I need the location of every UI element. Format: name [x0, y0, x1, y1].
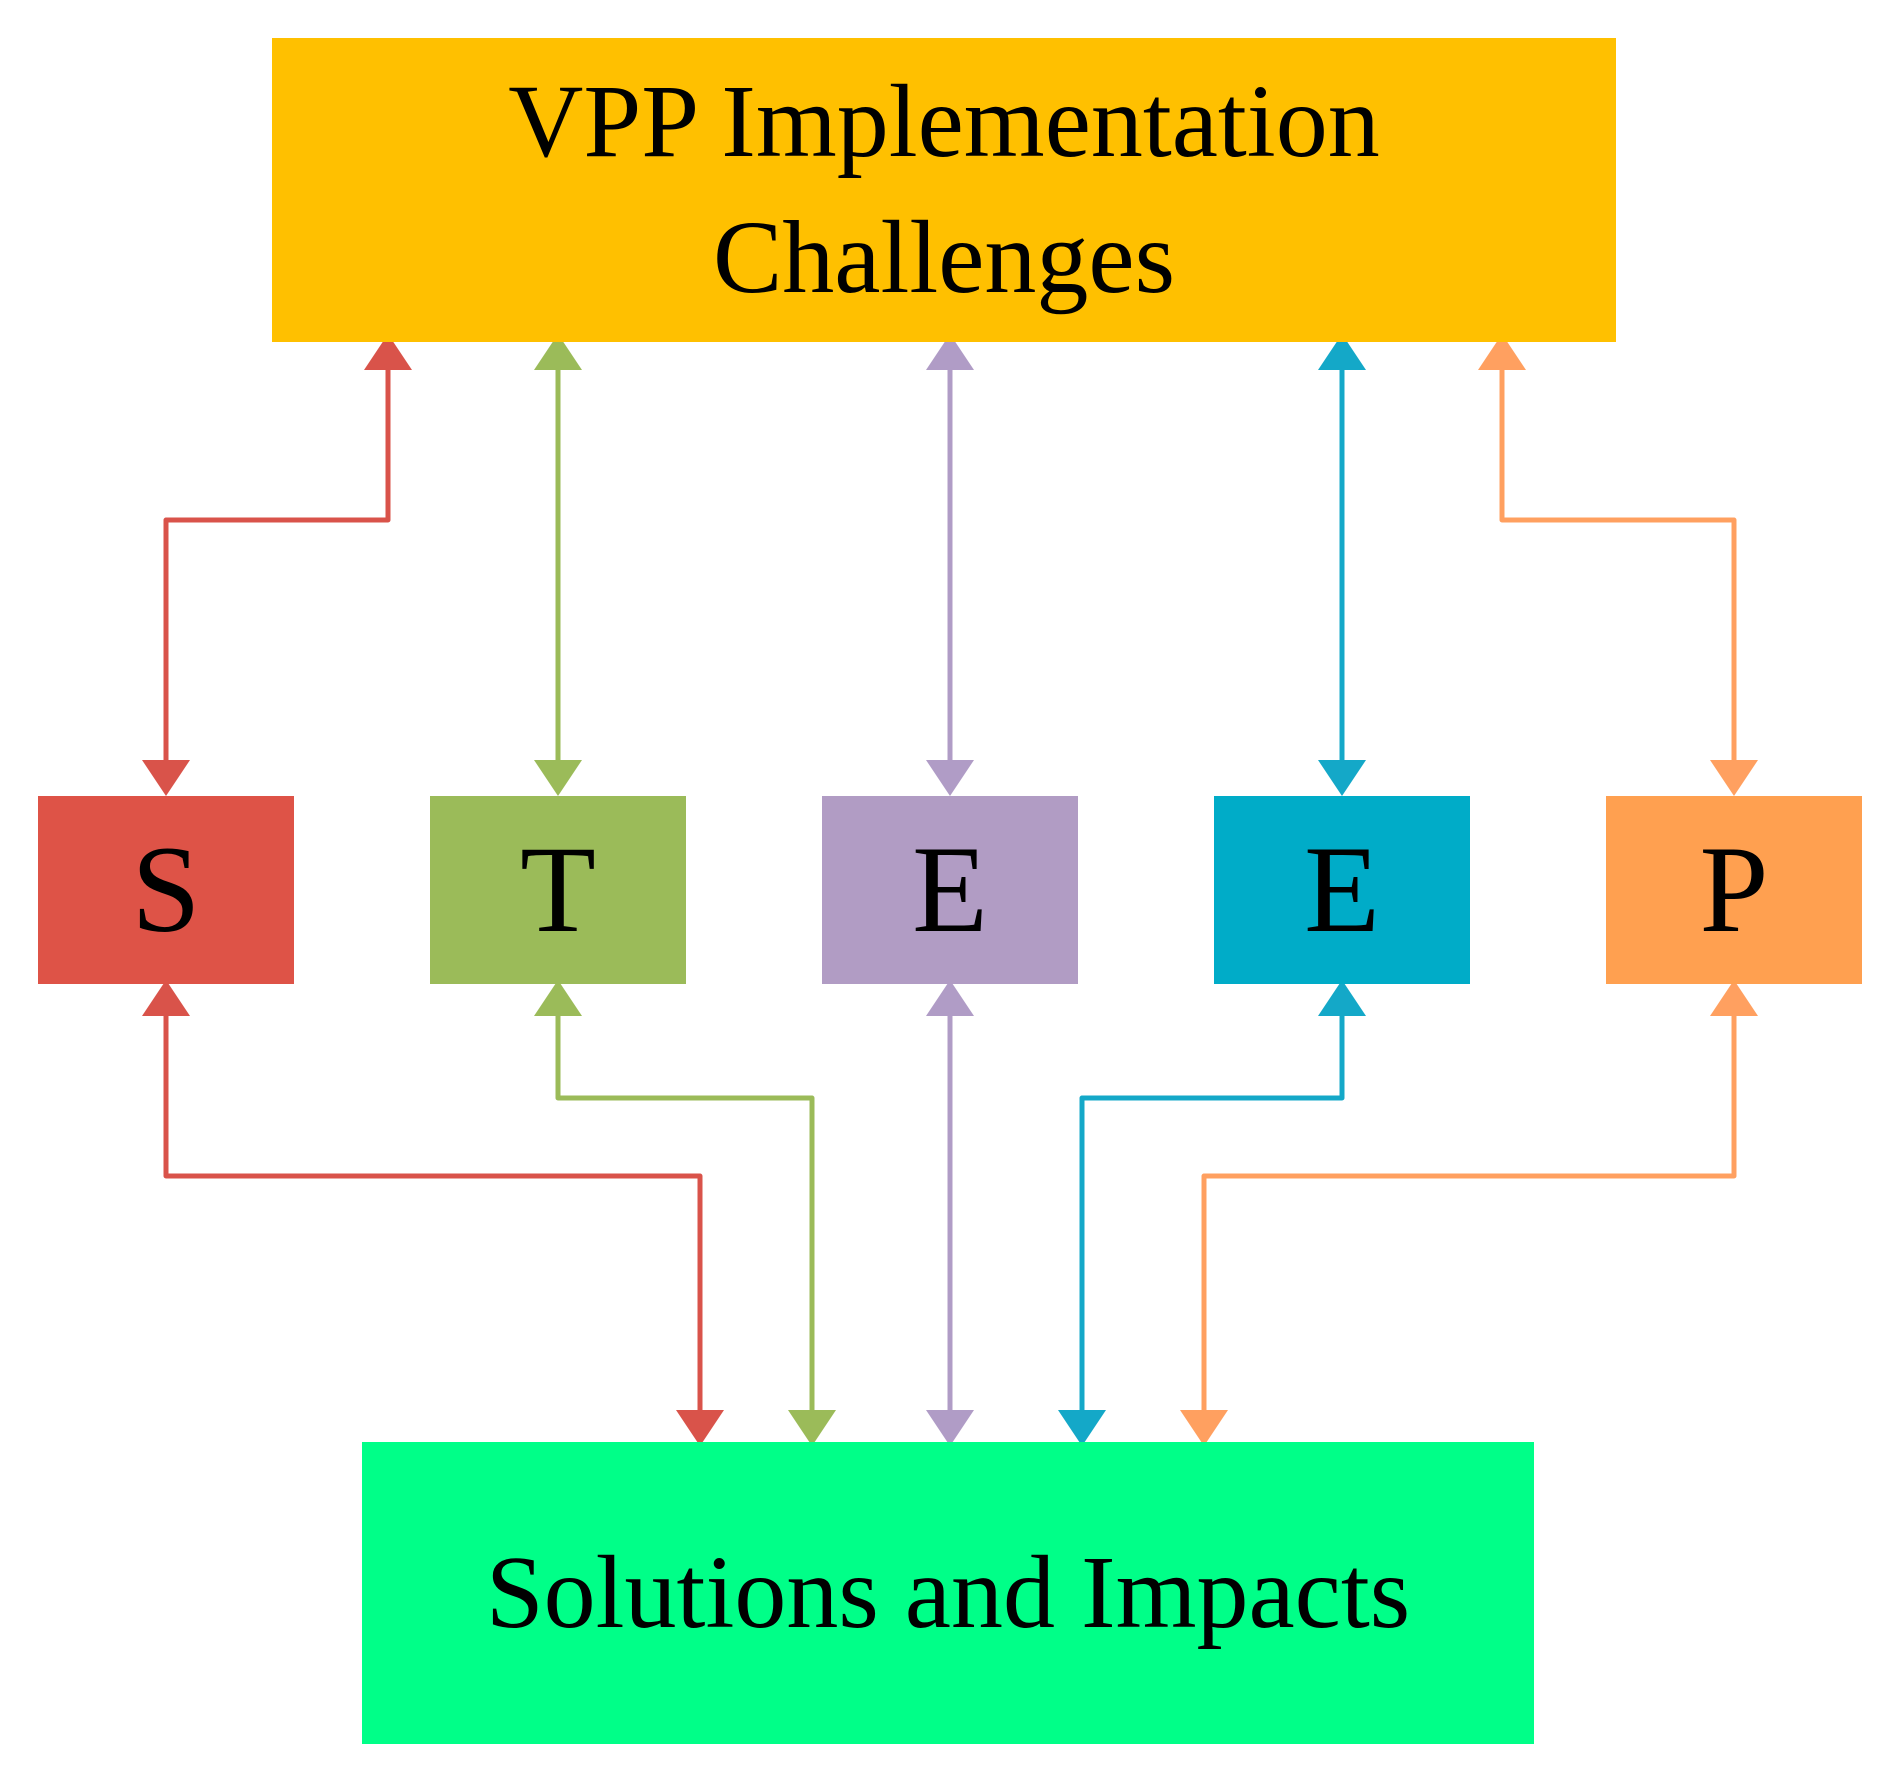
challenges-box: VPP Implementation Challenges	[272, 38, 1616, 342]
steep-letter-s: S	[131, 821, 201, 958]
challenges-title: VPP Implementation Challenges	[508, 54, 1379, 326]
steep-box-political: P	[1606, 796, 1862, 984]
arrowhead-s-at-challenges	[364, 334, 412, 370]
steep-box-technological: T	[430, 796, 686, 984]
arrowhead-e-2-at-challenges	[1318, 334, 1366, 370]
arrowhead-s-at-solutions	[676, 1410, 724, 1446]
solutions-box: Solutions and Impacts	[362, 1442, 1534, 1744]
challenges-title-line2: Challenges	[712, 200, 1176, 315]
arrowhead-e-2-at-letter-top	[1318, 760, 1366, 796]
arrowhead-e-1-at-challenges	[926, 334, 974, 370]
arrowhead-e-2-at-letter-bottom	[1318, 980, 1366, 1016]
steep-letter-e-1: E	[912, 821, 988, 958]
steep-box-environmental: E	[1214, 796, 1470, 984]
arrowhead-t-at-solutions	[788, 1410, 836, 1446]
arrowhead-e-1-at-letter-top	[926, 760, 974, 796]
arrowhead-p-at-letter-bottom	[1710, 980, 1758, 1016]
arrowhead-e-1-at-letter-bottom	[926, 980, 974, 1016]
arrowhead-s-at-letter-top	[142, 760, 190, 796]
connector-t-to-solutions	[555, 1014, 815, 1412]
connector-e-2-to-solutions	[1079, 1014, 1345, 1412]
arrowhead-t-at-letter-bottom	[534, 980, 582, 1016]
connector-s-to-solutions	[163, 1014, 703, 1412]
arrowhead-p-at-challenges	[1478, 334, 1526, 370]
steep-letter-e-2: E	[1304, 821, 1380, 958]
arrowhead-e-1-at-solutions	[926, 1410, 974, 1446]
challenges-title-line1: VPP Implementation	[508, 64, 1380, 179]
arrowhead-p-at-letter-top	[1710, 760, 1758, 796]
arrowhead-t-at-challenges	[534, 334, 582, 370]
steep-letter-t: T	[520, 821, 596, 958]
connector-s-to-challenges	[163, 368, 391, 762]
arrowhead-e-2-at-solutions	[1058, 1410, 1106, 1446]
arrowhead-s-at-letter-bottom	[142, 980, 190, 1016]
steep-letter-p: P	[1699, 821, 1769, 958]
solutions-title: Solutions and Impacts	[485, 1535, 1411, 1650]
arrowhead-p-at-solutions	[1180, 1410, 1228, 1446]
arrowhead-t-at-letter-top	[534, 760, 582, 796]
connector-p-to-challenges	[1499, 368, 1737, 762]
connector-p-to-solutions	[1201, 1014, 1737, 1412]
steep-box-economic: E	[822, 796, 1078, 984]
steep-box-social: S	[38, 796, 294, 984]
